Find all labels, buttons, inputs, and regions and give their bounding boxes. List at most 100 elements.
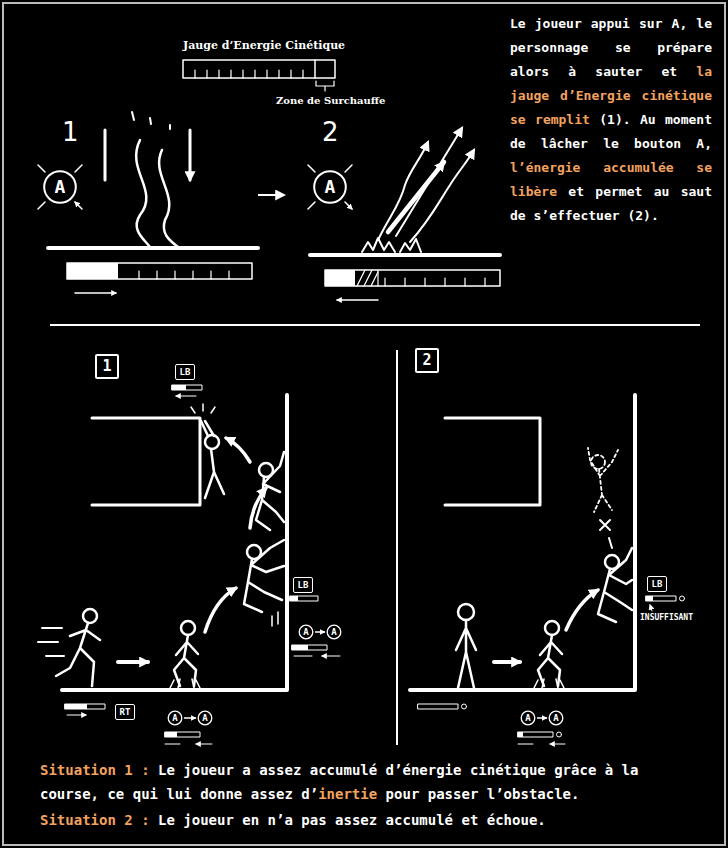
button-icon: A (326, 624, 342, 640)
text-block: Le joueur appui sur A, le personnage se … (510, 12, 712, 228)
success-scene (201, 421, 224, 498)
failure-scene (557, 732, 562, 737)
success-scene (176, 396, 196, 397)
button-icon: A (520, 710, 536, 726)
panel-number: 1 (95, 354, 118, 379)
description-text: Le joueur appui sur A, le personnage se … (510, 16, 712, 79)
button-icon: RT (115, 704, 135, 720)
highlight-text: inertie (318, 786, 377, 802)
success-scene (191, 404, 215, 413)
button-icon: A (313, 170, 347, 204)
release-scene (325, 270, 500, 286)
success-scene (165, 744, 212, 745)
panel-number: 2 (415, 348, 438, 373)
success-scene (292, 645, 308, 650)
button-label: A (525, 714, 530, 723)
charge-scene (105, 130, 190, 180)
situation-title: Situation 2 : (40, 812, 150, 828)
sequence-arrow (258, 194, 284, 196)
failure-scene (534, 679, 564, 688)
success-scene (62, 395, 287, 690)
success-scene (38, 628, 64, 656)
button-icon: LB (647, 576, 667, 592)
success-scene (67, 715, 86, 716)
failure-scene (650, 605, 652, 611)
failure-scene (566, 590, 598, 630)
charge-scene (139, 271, 229, 279)
success-scene (165, 732, 200, 737)
failure-scene (462, 704, 467, 709)
failure-scene (609, 538, 612, 548)
charge-scene (67, 263, 118, 279)
failure-scene (588, 448, 618, 512)
success-scene (181, 621, 195, 635)
button-icon: LB (293, 577, 313, 593)
text-block: Situation 2 : Le joueur en n’a pas assez… (40, 808, 705, 832)
failure-scene (456, 620, 476, 688)
gauge-legend (183, 60, 335, 78)
double-arrow (315, 631, 325, 633)
charge-scene (38, 112, 258, 293)
situation-text: pour passer l’obstacle. (386, 786, 580, 802)
success-scene (170, 679, 200, 688)
success-scene (172, 385, 202, 390)
button-outline (198, 711, 212, 725)
success-scene (205, 588, 236, 632)
success-scene (205, 435, 219, 449)
button-outline (299, 625, 313, 639)
button-label: LB (652, 580, 663, 589)
failure-scene (646, 596, 653, 601)
situation-title: Situation 1 : (40, 762, 150, 778)
success-scene (83, 609, 97, 623)
charge-scene (159, 150, 178, 247)
button-icon: LB (175, 364, 195, 380)
failure-scene (518, 732, 523, 737)
failure-scene (494, 660, 520, 664)
button-outline (314, 171, 346, 203)
button-label: RT (120, 708, 131, 717)
button-label: 1 (102, 359, 111, 374)
success-scene (174, 635, 198, 686)
failure-scene (538, 635, 562, 686)
release-scene (357, 270, 378, 286)
button-label: A (331, 628, 336, 637)
gauge-title: Jauge d’Energie Cinétique (183, 40, 345, 53)
success-scene (118, 660, 148, 664)
warning-label: INSUFFISANT (640, 613, 693, 622)
charge-scene (75, 292, 116, 294)
failure-scene (445, 418, 540, 505)
failure-scene (600, 520, 610, 530)
button-outline (168, 711, 182, 725)
step-number: 2 (322, 118, 339, 148)
success-scene (165, 732, 177, 737)
success-scene (272, 612, 278, 626)
button-icon: A (167, 710, 183, 726)
double-arrow (537, 717, 547, 719)
success-scene (56, 623, 100, 686)
release-scene (325, 270, 355, 286)
success-scene (294, 656, 340, 657)
button-label: A (553, 714, 558, 723)
charge-scene (132, 112, 170, 129)
success-scene (92, 418, 200, 505)
divider (396, 350, 398, 745)
success-scene (292, 645, 327, 650)
release-scene (378, 270, 485, 286)
button-label: 2 (422, 353, 431, 368)
failure-scene (588, 448, 618, 512)
failure-scene (591, 455, 605, 469)
failure-scene (518, 744, 565, 745)
gauge-legend (183, 60, 335, 91)
frame (3, 3, 725, 845)
button-label: A (172, 714, 177, 723)
button-label: A (202, 714, 207, 723)
button-label: A (55, 178, 66, 196)
failure-scene (410, 395, 635, 690)
success-scene (290, 596, 298, 601)
button-icon: A (548, 710, 564, 726)
release-scene (337, 299, 378, 301)
button-outline (44, 171, 76, 203)
